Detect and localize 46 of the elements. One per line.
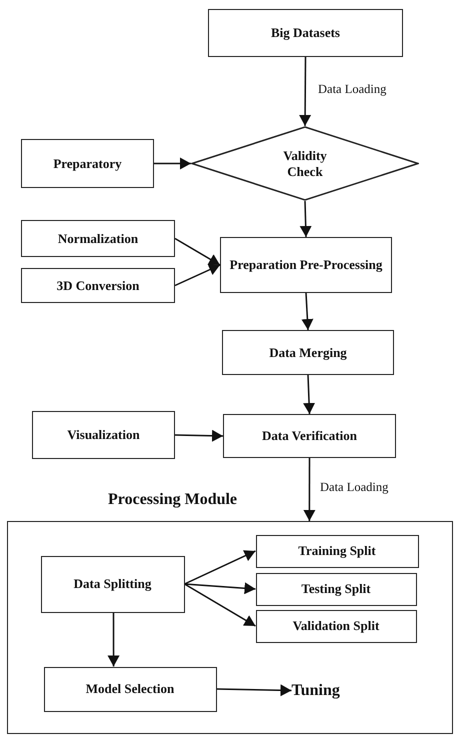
box-label: Data Merging — [269, 344, 347, 360]
process-box — [256, 534, 418, 568]
box-label: Validation Split — [292, 618, 380, 634]
edge-label: Data Loading — [320, 480, 388, 495]
arrow — [300, 200, 312, 238]
process-box — [40, 556, 184, 612]
arrow — [303, 374, 316, 414]
arrow — [174, 264, 220, 286]
box-label: Normalization — [58, 230, 138, 246]
box-label: Data Splitting — [74, 576, 152, 592]
box-label: Model Selection — [86, 681, 174, 697]
process-box — [220, 237, 392, 293]
box-label: Data Verification — [262, 428, 357, 444]
module-heading: Processing Module — [108, 491, 238, 509]
arrow — [184, 550, 256, 585]
process-box — [208, 9, 403, 57]
text-label: Tuning — [292, 678, 340, 702]
box-label: Visualization — [67, 427, 140, 443]
process-box — [21, 268, 175, 303]
arrow — [154, 158, 191, 170]
arrow — [174, 430, 224, 442]
process-box — [256, 610, 416, 642]
arrow — [303, 458, 316, 521]
process-box — [21, 220, 175, 257]
edge-label: Data Loading — [318, 82, 386, 97]
box-label: Testing Split — [301, 581, 371, 597]
box-label: Preparation Pre-Processing — [230, 257, 382, 273]
arrow — [174, 238, 220, 266]
arrow — [184, 582, 256, 594]
process-box — [223, 414, 396, 458]
arrow — [299, 57, 312, 126]
arrow — [184, 583, 256, 627]
arrow — [216, 684, 292, 696]
process-box — [21, 139, 154, 188]
decision-diamond — [191, 126, 419, 201]
process-box — [256, 572, 416, 606]
process-box — [32, 411, 175, 459]
arrow — [108, 612, 120, 666]
diamond-label: Validity Check — [282, 148, 328, 180]
box-label: Training Split — [298, 543, 376, 559]
box-label: Big Datasets — [271, 25, 340, 41]
box-label: 3D Conversion — [56, 278, 140, 294]
arrow — [301, 292, 314, 330]
process-box — [222, 330, 394, 375]
box-label: Preparatory — [53, 156, 122, 172]
process-box — [44, 666, 216, 712]
